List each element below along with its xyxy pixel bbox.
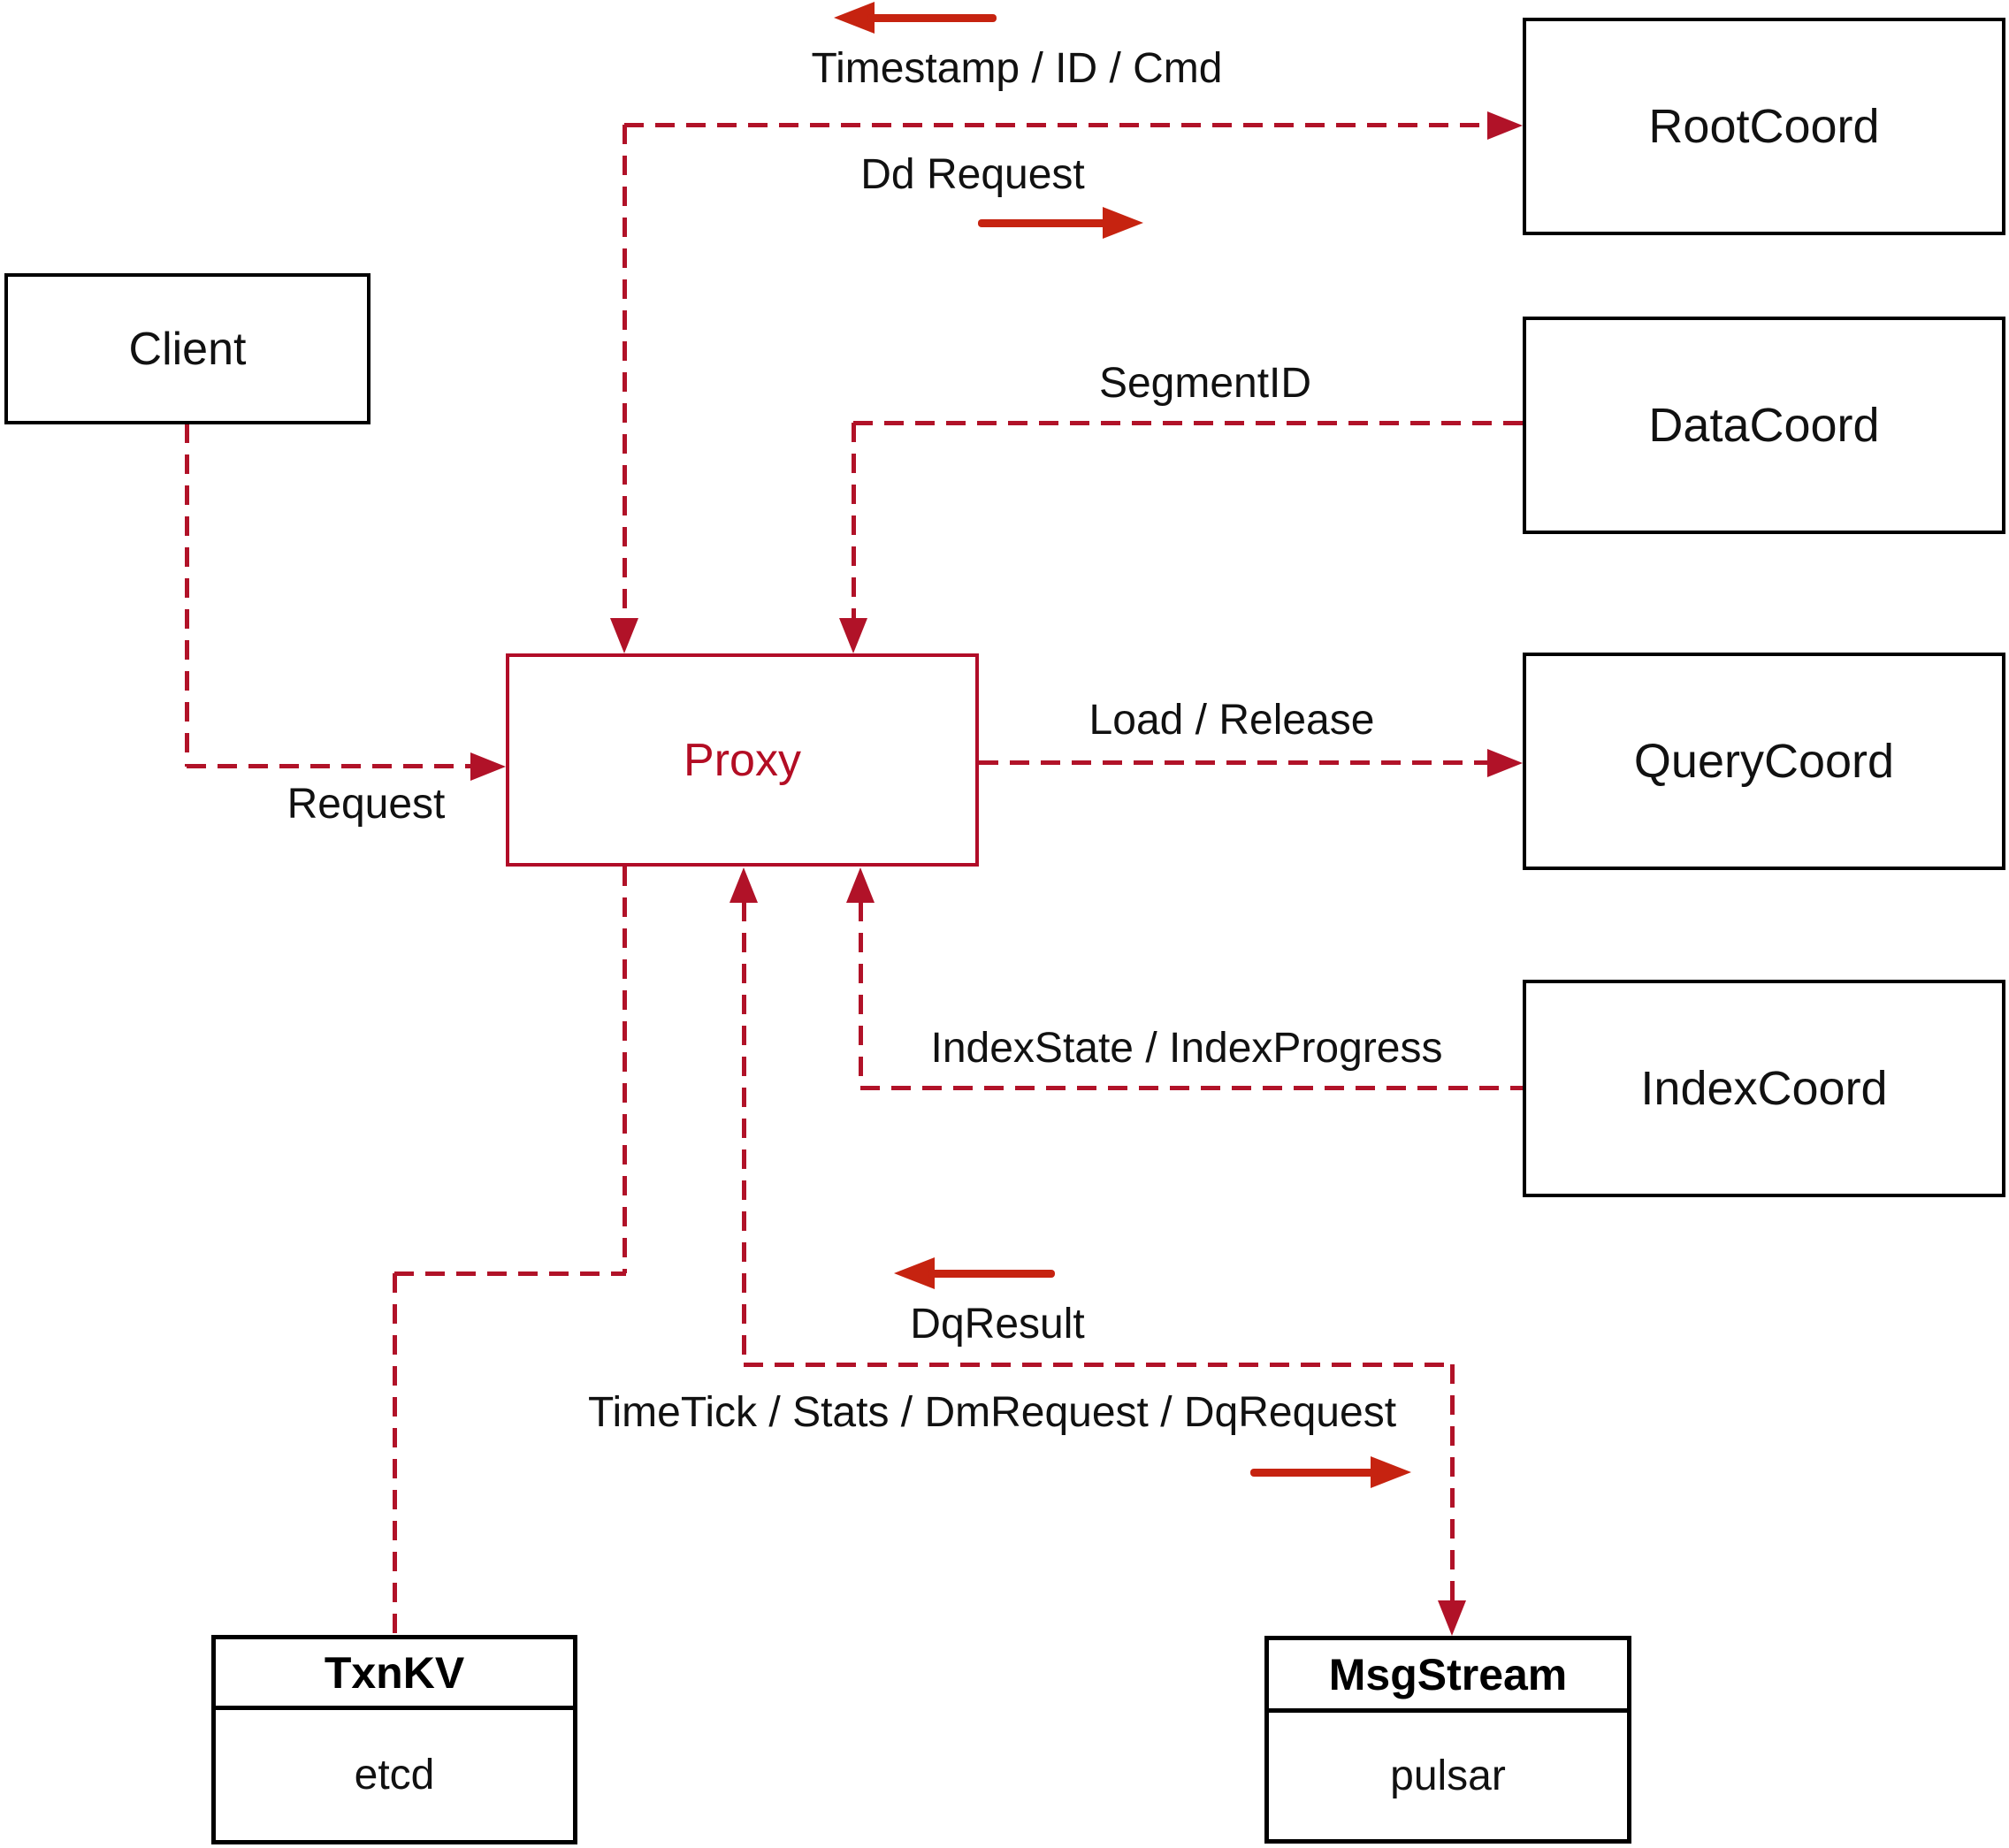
txnkv-node: TxnKV etcd	[211, 1635, 577, 1844]
arrowhead-into-proxy-bottom-right-icon	[846, 867, 875, 903]
edge-label-timestamp-id-cmd: Timestamp / ID / Cmd	[811, 45, 1223, 92]
arrow-left-timestamp-icon	[834, 2, 997, 34]
arrowhead-into-querycoord-icon	[1487, 749, 1523, 777]
datacoord-node: DataCoord	[1523, 317, 2005, 534]
edge-label-request: Request	[286, 781, 446, 828]
proxy-node: Proxy	[506, 653, 979, 867]
edge-label-dqresult: DqResult	[910, 1301, 1085, 1348]
edge-label-timetick-stats: TimeTick / Stats / DmRequest / DqRequest	[587, 1389, 1397, 1436]
edge-label-dd-request: Dd Request	[860, 151, 1085, 198]
arrow-shaft	[867, 14, 997, 22]
edge-client-proxy-horizontal	[187, 764, 470, 768]
datacoord-node-label: DataCoord	[1648, 399, 1880, 452]
rootcoord-node-label: RootCoord	[1648, 100, 1880, 153]
querycoord-node-label: QueryCoord	[1633, 735, 1895, 788]
msgstream-node-impl: pulsar	[1390, 1753, 1506, 1799]
edge-proxy-querycoord-horizontal	[979, 760, 1487, 765]
rootcoord-node: RootCoord	[1523, 18, 2005, 235]
edge-proxy-txnkv-vertical-left	[393, 1273, 397, 1635]
txnkv-node-impl: etcd	[354, 1752, 435, 1798]
edge-proxy-txnkv-horizontal	[394, 1271, 626, 1276]
edge-label-load-release: Load / Release	[1089, 697, 1375, 744]
client-node: Client	[4, 273, 370, 424]
arrowhead-into-msgstream-icon	[1438, 1600, 1466, 1636]
edge-indexcoord-proxy-horizontal	[860, 1086, 1523, 1090]
edge-proxy-msgstream-vertical-right	[1450, 1364, 1455, 1601]
arrowhead-into-proxy-bottom-left-icon	[730, 867, 758, 903]
client-node-label: Client	[128, 323, 247, 375]
edge-proxy-msgstream-horizontal	[744, 1363, 1455, 1367]
arrow-left-dqresult-icon	[894, 1257, 1055, 1289]
edge-label-indexstate-indexprogress: IndexState / IndexProgress	[930, 1025, 1443, 1072]
indexcoord-node: IndexCoord	[1523, 980, 2005, 1197]
indexcoord-node-label: IndexCoord	[1640, 1062, 1888, 1115]
edge-client-proxy-vertical	[185, 424, 189, 767]
edge-proxy-rootcoord-horizontal	[624, 123, 1491, 127]
edge-datacoord-proxy-vertical	[852, 423, 856, 618]
arrowhead-into-proxy-top-right-icon	[839, 618, 867, 653]
edge-proxy-rootcoord-vertical	[623, 125, 627, 620]
proxy-node-label: Proxy	[684, 734, 801, 786]
arrowhead-into-rootcoord-icon	[1487, 111, 1523, 140]
arrow-right-ddrequest-icon	[978, 207, 1143, 239]
edge-proxy-txnkv-vertical-right	[623, 867, 627, 1273]
edge-label-segment-id: SegmentID	[1098, 360, 1312, 407]
edge-indexcoord-proxy-vertical	[859, 902, 863, 1088]
arrowhead-into-proxy-top-left-icon	[610, 618, 638, 653]
edge-datacoord-proxy-horizontal	[853, 421, 1523, 425]
arrow-shaft	[1250, 1469, 1378, 1477]
arrow-shaft	[928, 1270, 1055, 1278]
txnkv-node-header: TxnKV	[216, 1639, 573, 1710]
msgstream-node: MsgStream pulsar	[1264, 1636, 1631, 1844]
arrow-right-timetick-icon	[1250, 1456, 1411, 1488]
msgstream-node-header: MsgStream	[1269, 1640, 1627, 1713]
arrow-shaft	[978, 219, 1110, 227]
querycoord-node: QueryCoord	[1523, 653, 2005, 870]
arrowhead-into-proxy-left-icon	[470, 752, 506, 781]
edge-proxy-msgstream-vertical-left	[742, 902, 746, 1366]
